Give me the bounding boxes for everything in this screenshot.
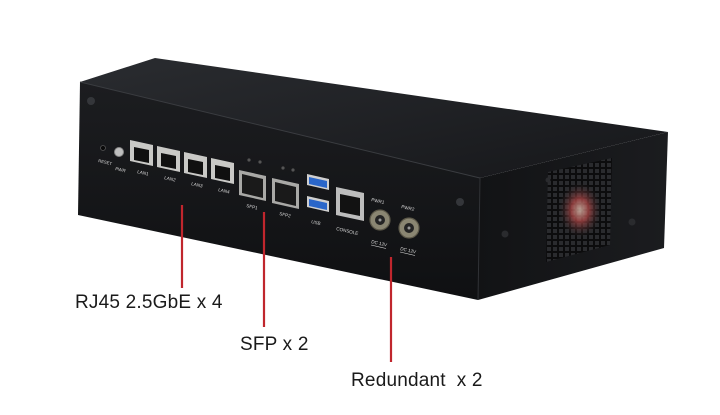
side-screw: [501, 230, 509, 238]
lan-port-4[interactable]: [211, 158, 234, 184]
console-label: CONSOLE: [336, 226, 359, 236]
chassis-top: [80, 58, 668, 178]
lan1-label: LAN1: [137, 169, 150, 177]
lan2-label: LAN2: [164, 175, 177, 183]
rj45-callout-label: RJ45 2.5GbE x 4: [75, 292, 223, 313]
lan3-label: LAN3: [191, 181, 204, 189]
sfp-port-1[interactable]: [239, 170, 266, 201]
lan-port-2[interactable]: [157, 146, 180, 172]
sfp-callout-label: SFP x 2: [240, 334, 309, 355]
lan-port-3[interactable]: [184, 152, 207, 178]
pwr1-label: PWR1: [371, 197, 385, 205]
usb-port-bottom[interactable]: [307, 196, 329, 212]
sfp2-label: SFP2: [279, 211, 292, 219]
dc-power-jack-1[interactable]: [369, 209, 391, 231]
reset-label: RESET: [98, 158, 113, 166]
sfp1-label: SFP1: [246, 203, 259, 211]
dc1-label: DC 12V: [371, 239, 389, 248]
redundant-callout-label: Redundant x 2: [351, 370, 483, 391]
reset-button[interactable]: [100, 145, 106, 151]
console-port[interactable]: [336, 187, 364, 221]
dc-power-jack-2[interactable]: [398, 217, 420, 239]
pwr2-label: PWR2: [401, 204, 415, 212]
sfp-port-2[interactable]: [272, 178, 299, 209]
usb-label: USB: [311, 219, 321, 226]
lan-port-1[interactable]: [130, 140, 153, 166]
pwr-label: PWR: [115, 166, 127, 173]
lan4-label: LAN4: [218, 187, 231, 195]
front-screw: [87, 97, 95, 105]
usb-port-top[interactable]: [307, 174, 329, 190]
power-button[interactable]: [114, 147, 124, 157]
dc2-label: DC 12V: [400, 246, 418, 255]
